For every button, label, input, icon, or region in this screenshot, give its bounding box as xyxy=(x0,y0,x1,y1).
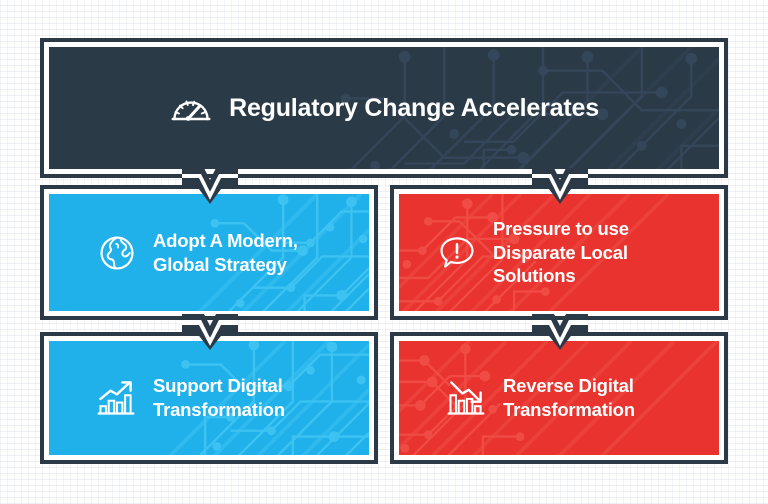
card-adopt-modern-global-strategy[interactable]: Adopt A Modern, Global Strategy xyxy=(40,185,378,320)
alert-speech-bubble-icon xyxy=(437,232,477,272)
card-support-digital-transformation[interactable]: Support Digital Transformation xyxy=(40,332,378,464)
card-title-line-3: Solutions xyxy=(493,265,576,287)
card-title-line-1: Pressure to use xyxy=(493,217,629,239)
card-title-pressure-disparate-local-solutions: Pressure to use Disparate Local Solution… xyxy=(493,217,629,288)
bar-chart-falling-icon xyxy=(445,377,487,419)
card-title-line-2: Transformation xyxy=(503,399,635,420)
card-pressure-disparate-local-solutions[interactable]: Pressure to use Disparate Local Solution… xyxy=(390,185,728,320)
header-card[interactable]: Regulatory Change Accelerates xyxy=(40,38,728,178)
card-reverse-digital-transformation[interactable]: Reverse Digital Transformation xyxy=(390,332,728,464)
card-title-line-1: Reverse Digital xyxy=(503,375,634,397)
header-title: Regulatory Change Accelerates xyxy=(229,93,599,122)
card-title-line-1: Support Digital xyxy=(153,375,283,397)
card-title-line-2: Disparate Local xyxy=(493,241,628,263)
card-title-line-2: Global Strategy xyxy=(153,253,287,275)
card-title-support-digital-transformation: Support Digital Transformation xyxy=(153,374,285,421)
speedometer-icon xyxy=(169,86,213,130)
card-title-reverse-digital-transformation: Reverse Digital Transformation xyxy=(503,374,635,421)
globe-icon xyxy=(97,233,137,273)
card-title-adopt-modern-global-strategy: Adopt A Modern, Global Strategy xyxy=(153,229,298,276)
card-title-line-2: Transformation xyxy=(153,399,285,420)
bar-chart-rising-icon xyxy=(95,377,137,419)
card-title-line-1: Adopt A Modern, xyxy=(153,229,298,251)
